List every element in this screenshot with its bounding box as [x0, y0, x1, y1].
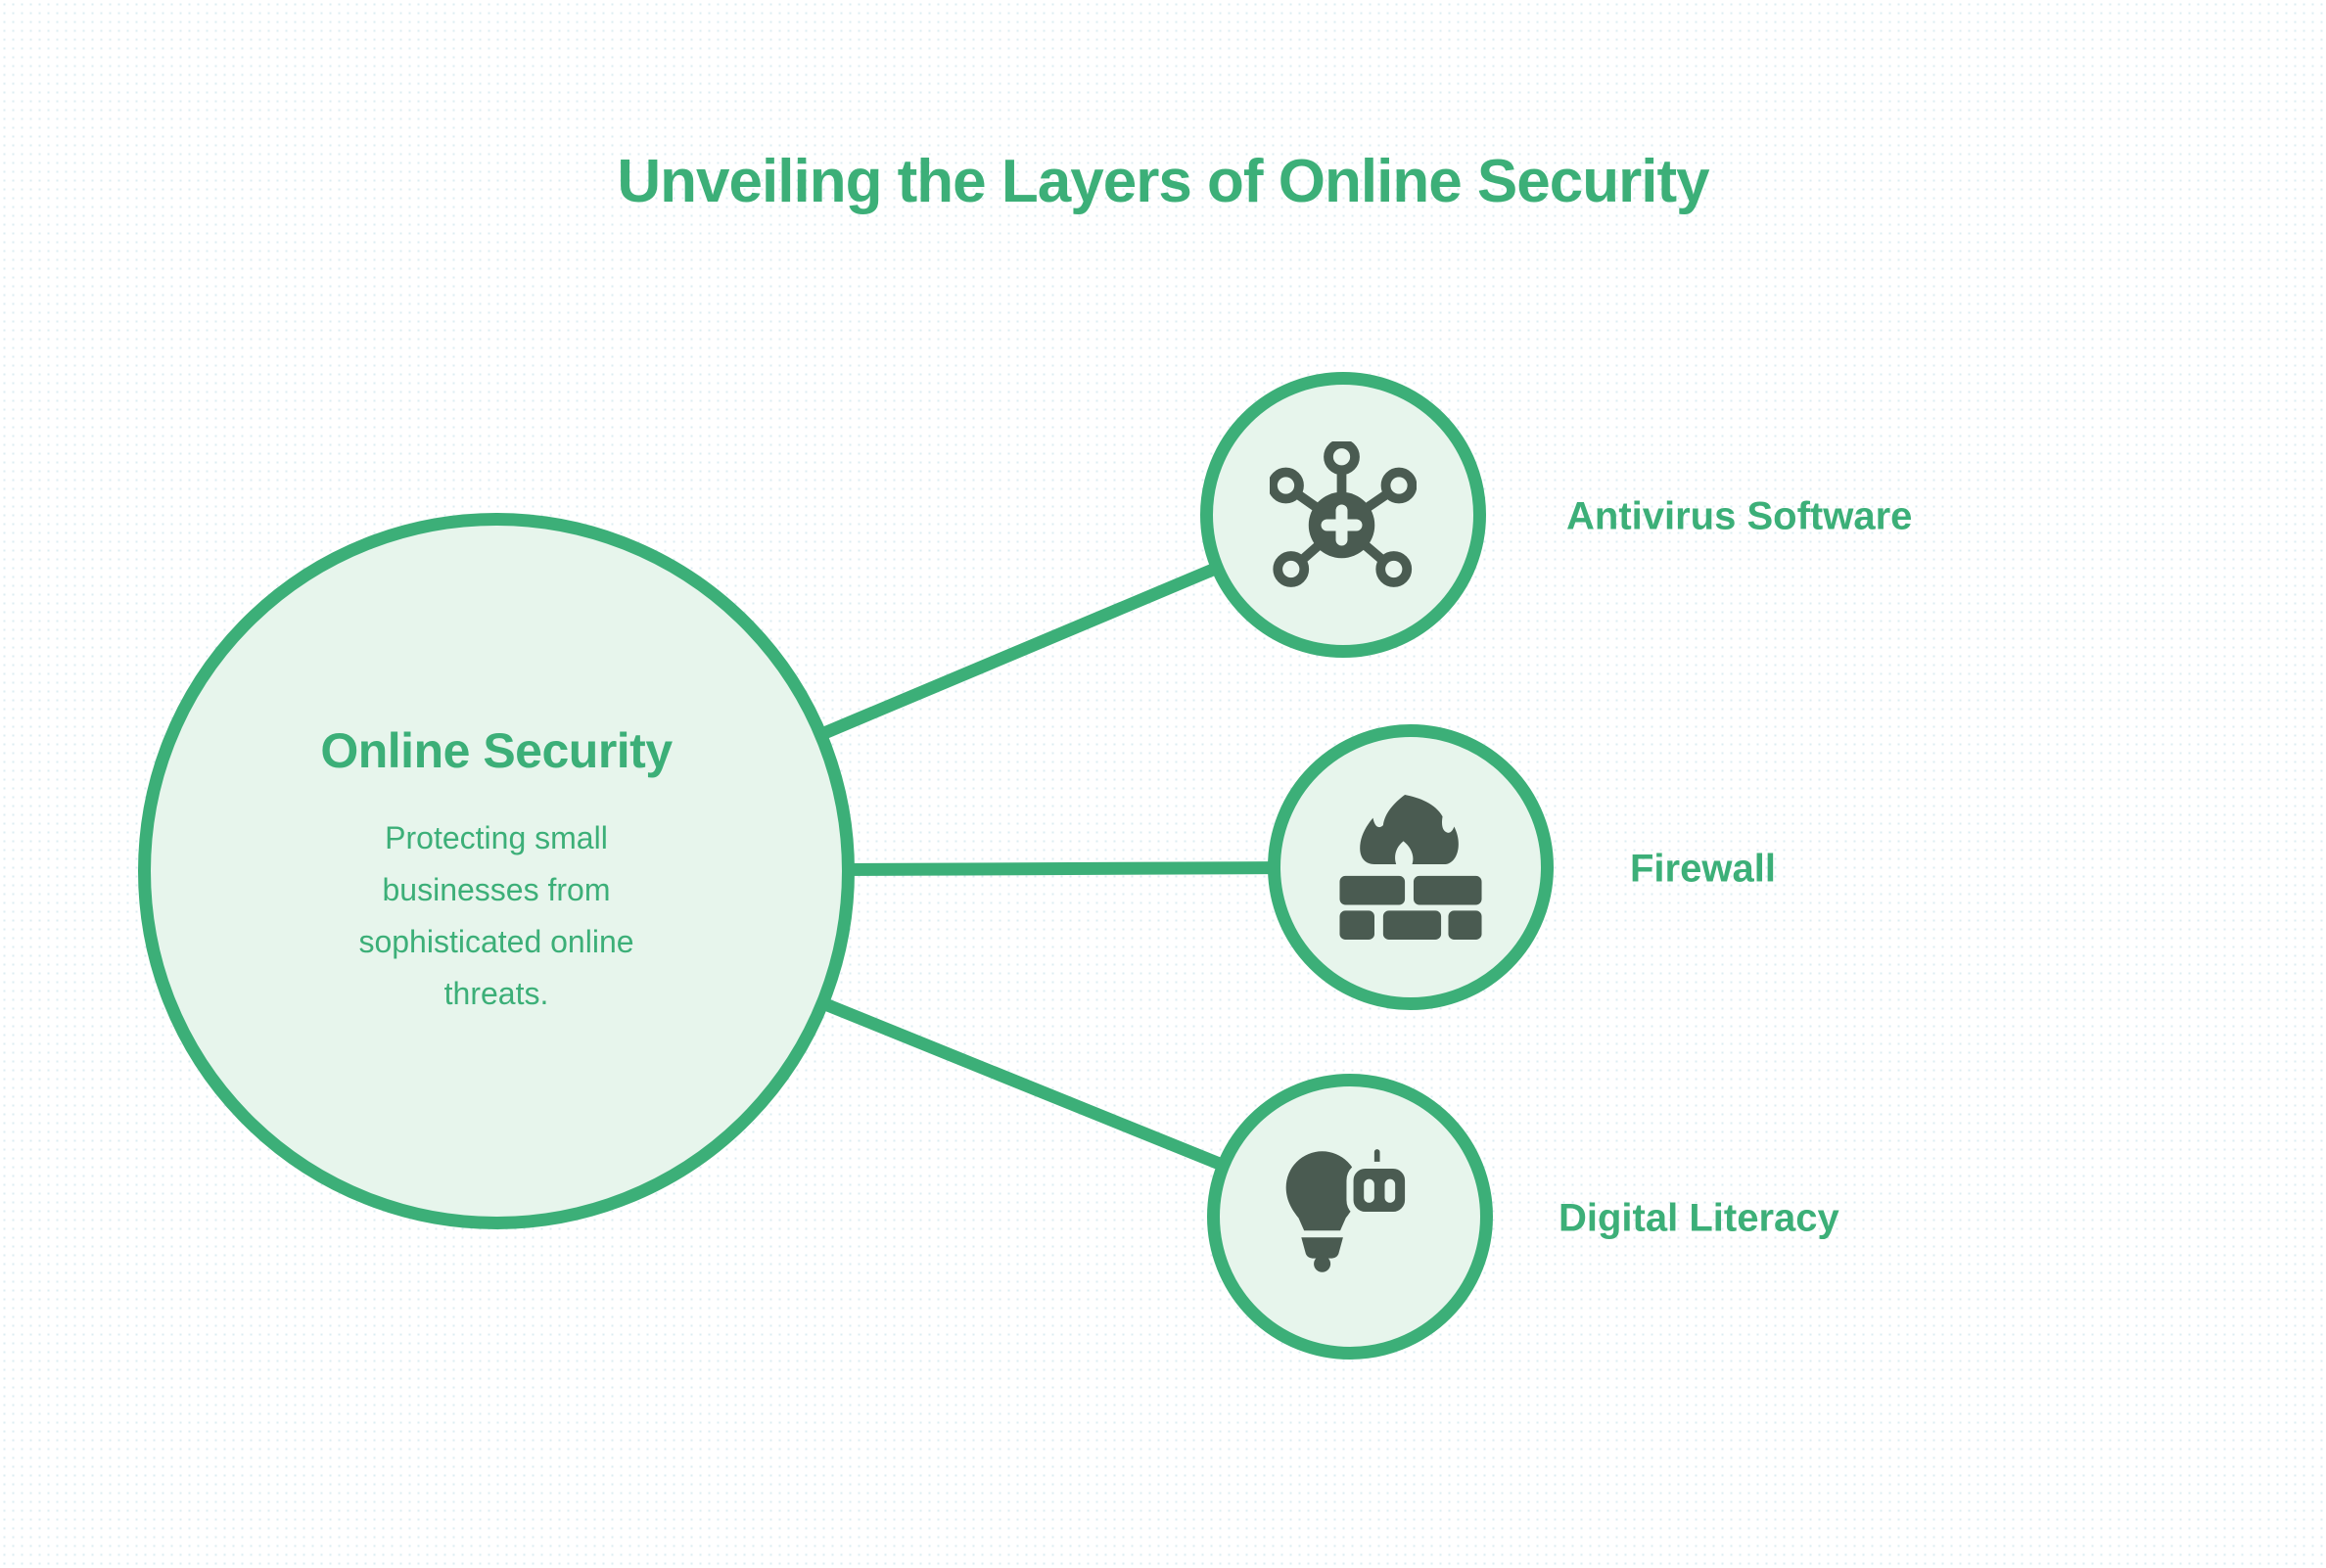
label-digital-literacy: Digital Literacy	[1558, 1196, 1839, 1240]
node-antivirus-software	[1200, 372, 1486, 658]
central-node-online-security: Online Security Protecting small busines…	[138, 513, 855, 1229]
label-firewall: Firewall	[1630, 847, 1776, 891]
page-title: Unveiling the Layers of Online Security	[617, 148, 1709, 215]
lightbulb-robot-icon	[1285, 1144, 1413, 1272]
node-digital-literacy	[1207, 1074, 1493, 1360]
label-antivirus-software: Antivirus Software	[1566, 494, 1913, 538]
central-node-description: Protecting small businesses from sophist…	[358, 820, 634, 1011]
flame-brick-wall-icon	[1339, 795, 1482, 940]
virus-plus-icon	[1270, 441, 1417, 587]
node-firewall	[1268, 724, 1554, 1010]
central-node-heading: Online Security	[320, 723, 673, 779]
